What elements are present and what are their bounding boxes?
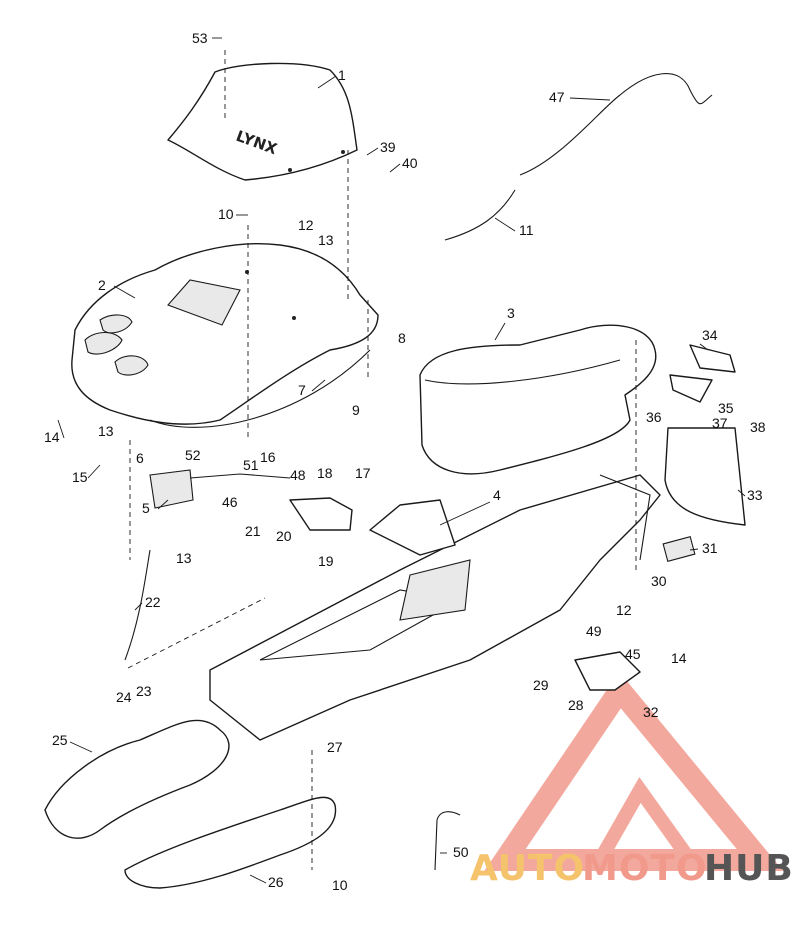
callout-label: 27 [327,739,343,755]
callout-label: 15 [72,469,88,485]
watermark-logo [484,671,784,871]
callout-label: 21 [245,523,261,539]
callout-label: 14 [671,650,687,666]
callout-label: 3 [507,305,515,321]
callout-label: 13 [318,232,334,248]
callout-label: 36 [646,409,662,425]
callout-label: 6 [136,450,144,466]
taillight [149,469,291,509]
callout-label: 30 [651,573,667,589]
callout-label: 38 [750,419,766,435]
callout-label: 32 [643,704,659,720]
cable [124,549,151,661]
callout-label: 23 [136,683,152,699]
callout-label: 31 [702,540,718,556]
side-panel-25 [44,719,230,839]
footrest-bracket-right [574,651,641,691]
callout-label: 19 [318,553,334,569]
callout-label: 50 [453,844,469,860]
watermark-text-moto: MOTO [582,848,708,889]
callout-label: 14 [44,429,60,445]
callout-label: 47 [549,89,565,105]
callout-label: 12 [298,217,314,233]
callout-label: 22 [145,594,161,610]
callout-label: 35 [718,400,734,416]
wire-50 [434,811,461,871]
callout-label: 1 [338,67,346,83]
wiring-harness [444,73,713,241]
leader-lines [57,37,746,884]
seat [419,324,657,475]
watermark-text: AUTO MOTO HUB [470,848,794,889]
footrest-bracket-left [289,497,353,531]
hood [71,243,379,428]
callout-label: 52 [185,447,201,463]
callout-label: 51 [243,457,259,473]
callout-label: 10 [332,877,348,893]
callout-label: 33 [747,487,763,503]
callout-label: 37 [712,415,728,431]
callout-label: 4 [493,487,501,503]
callout-label: 10 [218,206,234,222]
assembly-lines [127,50,637,870]
callout-label: 13 [176,550,192,566]
callout-label: 29 [533,677,549,693]
callout-label: 7 [298,382,306,398]
reflector [662,536,696,562]
callout-label: 53 [192,30,208,46]
callout-label: 45 [625,646,641,662]
callout-label: 46 [222,494,238,510]
callout-label: 11 [519,222,534,238]
callout-label: 34 [702,327,718,343]
chassis-tunnel [209,474,661,741]
license-bracket [669,344,736,403]
callout-label: 9 [352,402,360,418]
watermark-text-auto: AUTO [470,848,585,889]
callout-label: 26 [268,874,284,890]
callout-label: 13 [98,423,114,439]
callout-label: 17 [355,465,371,481]
callout-label: 18 [317,465,333,481]
callout-label: 16 [260,449,276,465]
callout-label: 49 [586,623,602,639]
side-panel-26 [124,796,337,889]
callout-label: 2 [98,277,106,293]
callout-label: 24 [116,689,132,705]
callout-labels: 53 1 39 40 47 11 10 12 13 2 8 3 34 7 9 3… [44,30,766,893]
snow-flap [664,427,746,526]
callout-label: 40 [402,155,418,171]
callout-label: 28 [568,697,584,713]
callout-label: 39 [380,139,396,155]
callout-label: 12 [616,602,632,618]
callout-label: 20 [276,528,292,544]
callout-label: 48 [290,467,306,483]
callout-label: 25 [52,732,68,748]
callout-label: 5 [142,500,150,516]
watermark-text-hub: HUB [704,848,794,889]
windshield: LYNX [167,62,358,181]
callout-label: 8 [398,330,406,346]
